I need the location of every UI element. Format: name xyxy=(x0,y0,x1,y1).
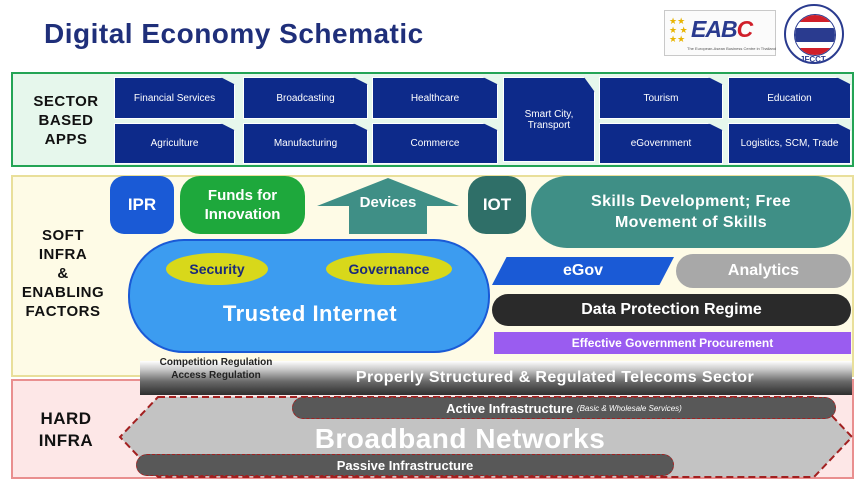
active-infrastructure-box: Active Infrastructure (Basic & Wholesale… xyxy=(292,397,836,419)
eabc-logo: ★★★ ★★★ EABC The European-Asean Business… xyxy=(664,10,776,56)
app-education: Education xyxy=(728,77,851,119)
app-agriculture: Agriculture xyxy=(114,123,235,164)
thai-flag-icon xyxy=(794,14,836,56)
telecoms-band xyxy=(140,361,852,395)
app-commerce: Commerce xyxy=(372,123,498,164)
active-infrastructure-note: (Basic & Wholesale Services) xyxy=(576,403,682,413)
data-protection-box: Data Protection Regime xyxy=(492,294,851,326)
eabc-logo-accent: C xyxy=(736,16,754,42)
page-title: Digital Economy Schematic xyxy=(44,18,424,49)
app-healthcare: Healthcare xyxy=(372,77,498,119)
devices-label: Devices xyxy=(359,193,417,211)
access-regulation-label: Access Regulation xyxy=(171,370,261,381)
skills-development-box: Skills Development; Free Movement of Ski… xyxy=(531,176,851,248)
egov-box: eGov xyxy=(492,257,674,285)
jfcct-logo-text: JFCCT xyxy=(800,55,826,64)
app-egovernment: eGovernment xyxy=(599,123,723,164)
telecoms-label: Properly Structured & Regulated Telecoms… xyxy=(355,369,755,386)
app-smart-city: Smart City, Transport xyxy=(503,77,595,162)
passive-infrastructure-box: Passive Infrastructure xyxy=(136,454,674,476)
star-ring-icon: ★★★ ★★★ xyxy=(669,16,688,44)
eabc-logo-text: EAB xyxy=(691,16,738,42)
broadband-networks-label: Broadband Networks xyxy=(314,423,606,454)
app-logistics: Logistics, SCM, Trade xyxy=(728,123,851,164)
jfcct-logo: JFCCT xyxy=(784,4,844,64)
app-financial-services: Financial Services xyxy=(114,77,235,119)
trusted-internet-label: Trusted Internet xyxy=(222,301,398,326)
eabc-logo-subtitle: The European-Asean Business Centre in Th… xyxy=(687,46,777,51)
procurement-box: Effective Government Procurement xyxy=(494,332,851,354)
app-manufacturing: Manufacturing xyxy=(243,123,368,164)
devices-arrow-icon xyxy=(317,178,459,234)
active-infrastructure-label: Active Infrastructure xyxy=(446,400,574,416)
app-tourism: Tourism xyxy=(599,77,723,119)
governance-pill: Governance xyxy=(326,253,452,285)
ipr-box: IPR xyxy=(110,176,174,234)
iot-box: IOT xyxy=(468,176,526,234)
competition-regulation-label: Competition Regulation xyxy=(159,357,273,368)
app-broadcasting: Broadcasting xyxy=(243,77,368,119)
security-pill: Security xyxy=(166,253,268,285)
funds-for-innovation-box: Funds for Innovation xyxy=(180,176,305,234)
analytics-box: Analytics xyxy=(676,254,851,288)
